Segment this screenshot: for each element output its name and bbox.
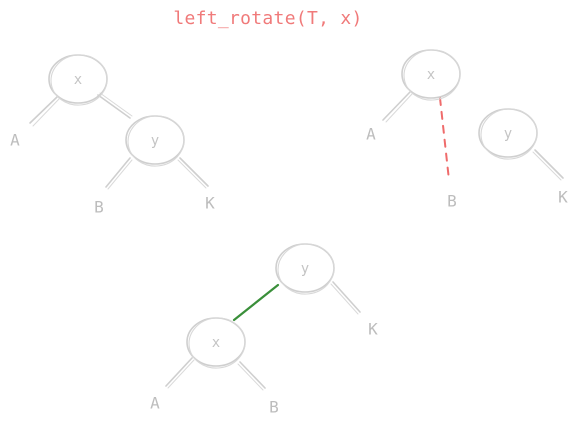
edge-y-to-b — [105, 157, 133, 190]
edge-x-to-a-3 — [165, 357, 195, 389]
edge-y-to-k-3 — [330, 281, 361, 315]
leaf-b-2-label: B — [447, 192, 457, 211]
stage-before: x y A B K — [10, 54, 215, 217]
node-y: y — [125, 115, 185, 167]
cut-edge-x-to-b — [439, 97, 450, 181]
stage-after: y x A B K — [150, 243, 378, 417]
node-x-2-label: x — [427, 67, 435, 83]
leaf-a-3-label: A — [150, 394, 160, 413]
edge-x-to-b-3 — [237, 361, 266, 391]
node-y-label: y — [151, 133, 159, 149]
leaf-k-2-label: K — [558, 188, 568, 207]
node-x-3: x — [186, 317, 246, 369]
stage-during: x y A B K — [366, 49, 568, 211]
diagram-title: left_rotate(T, x) — [173, 8, 362, 29]
node-x-label: x — [74, 72, 82, 88]
leaf-a-label: A — [10, 131, 20, 150]
node-x-2: x — [401, 49, 461, 101]
node-x-3-label: x — [212, 335, 220, 351]
node-y-2: y — [478, 108, 538, 160]
leaf-k-3-label: K — [368, 320, 378, 339]
leaf-k-label: K — [205, 194, 215, 213]
node-y-2-label: y — [504, 126, 512, 142]
edge-y-to-k-2 — [532, 149, 564, 181]
node-y-3: y — [275, 243, 335, 295]
new-edge-y-to-x — [232, 283, 280, 322]
node-x: x — [48, 54, 108, 106]
leaf-a-2-label: A — [366, 125, 376, 144]
edge-x-to-y — [97, 92, 133, 119]
leaf-b-label: B — [94, 198, 104, 217]
edge-y-to-k — [177, 157, 209, 189]
node-y-3-label: y — [301, 261, 309, 277]
edge-x-to-a-2 — [382, 91, 413, 123]
leaf-b-3-label: B — [269, 398, 279, 417]
edge-x-to-a — [29, 96, 60, 127]
